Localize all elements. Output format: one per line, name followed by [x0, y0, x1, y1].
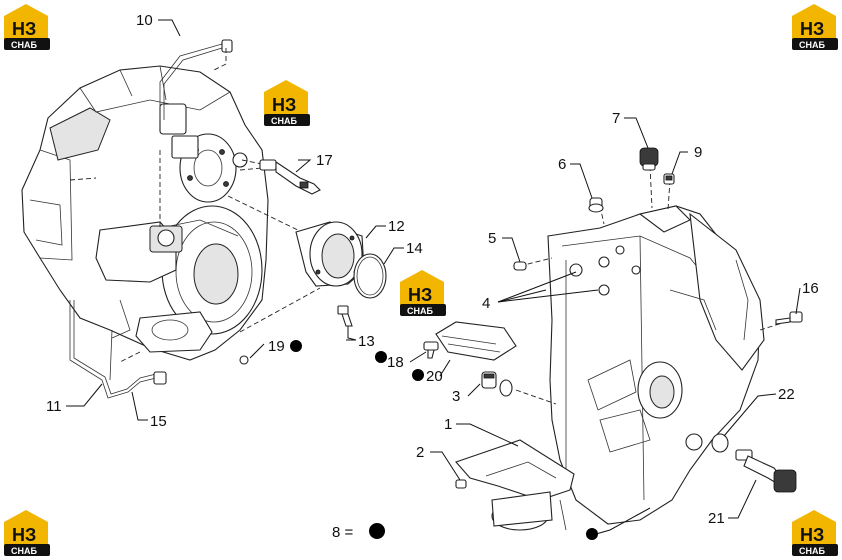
callout-15: 15 — [150, 413, 167, 430]
logo-subtitle: СНАБ — [11, 546, 37, 556]
callout-12: 12 — [388, 218, 405, 235]
logo-mark: НЗ — [12, 525, 36, 545]
breather-part-7 — [639, 147, 659, 171]
marker-dot-18 — [375, 351, 387, 363]
bearing-cover-part-12 — [295, 221, 365, 287]
callout-3: 3 — [452, 388, 460, 405]
callout-6: 6 — [558, 156, 566, 173]
callout-18: 18 — [387, 354, 404, 371]
seal-ring-part-22 — [711, 433, 729, 453]
logo-subtitle: СНАБ — [271, 116, 297, 126]
callout-7: 7 — [612, 110, 620, 127]
left-transmission-housing — [21, 39, 321, 399]
marker-dot-19 — [290, 340, 302, 352]
callout-17: 17 — [316, 152, 333, 169]
callout-10: 10 — [136, 12, 153, 29]
callout-2: 2 — [416, 444, 424, 461]
plug-part-9 — [663, 173, 675, 185]
logo-center: НЗ СНАБ — [400, 270, 446, 316]
bolt-part-16 — [775, 311, 803, 325]
sensor-part-17 — [241, 159, 321, 195]
logo-mark: НЗ — [272, 95, 296, 115]
logo-mark: НЗ — [408, 285, 432, 305]
callouts: 10 17 12 14 13 19 18 20 11 15 3 4 5 6 7 … — [46, 12, 819, 541]
callout-11: 11 — [46, 398, 62, 415]
bolt-part-13 — [337, 305, 353, 327]
logo-subtitle: СНАБ — [799, 546, 825, 556]
callout-8: 8 = — [332, 524, 354, 541]
callout-4: 4 — [482, 295, 490, 312]
logo-top-left: НЗ СНАБ — [4, 4, 50, 50]
logo-subtitle: СНАБ — [799, 40, 825, 50]
logo-mark: НЗ — [12, 19, 36, 39]
screen-filter-part-20 — [435, 321, 517, 361]
plug-part-3 — [481, 371, 513, 397]
marker-dots — [290, 340, 598, 540]
callout-20: 20 — [426, 368, 443, 385]
logo-subtitle: СНАБ — [11, 40, 37, 50]
callout-9: 9 — [694, 144, 702, 161]
callout-19: 19 — [268, 338, 285, 355]
callout-22: 22 — [778, 386, 795, 403]
logo-bottom-left: НЗ СНАБ — [4, 510, 50, 556]
bolt-part-18 — [423, 341, 439, 359]
callout-13: 13 — [358, 333, 375, 350]
dowel-pin-part-5 — [513, 261, 527, 271]
marker-dot-8 — [369, 523, 385, 539]
logo-top-right: НЗ СНАБ — [792, 4, 838, 50]
right-transmission-housing — [455, 165, 793, 531]
leader-lines — [66, 19, 801, 535]
marker-dot-20 — [412, 369, 424, 381]
logo-upper-center: НЗ СНАБ — [264, 80, 310, 126]
plug-part-6 — [588, 197, 604, 213]
logo-mark: НЗ — [800, 525, 824, 545]
switch-part-21 — [735, 449, 797, 493]
logo-mark: НЗ — [800, 19, 824, 39]
o-ring-part-14 — [353, 253, 387, 299]
bolt-part-2 — [455, 479, 467, 489]
plug-part-19 — [239, 355, 249, 365]
callout-16: 16 — [802, 280, 819, 297]
logo-bottom-right: НЗ СНАБ — [792, 510, 838, 556]
callout-21: 21 — [708, 510, 725, 527]
callout-14: 14 — [406, 240, 423, 257]
callout-1: 1 — [444, 416, 452, 433]
logo-subtitle: СНАБ — [407, 306, 433, 316]
marker-dot-housing — [586, 528, 598, 540]
callout-5: 5 — [488, 230, 496, 247]
